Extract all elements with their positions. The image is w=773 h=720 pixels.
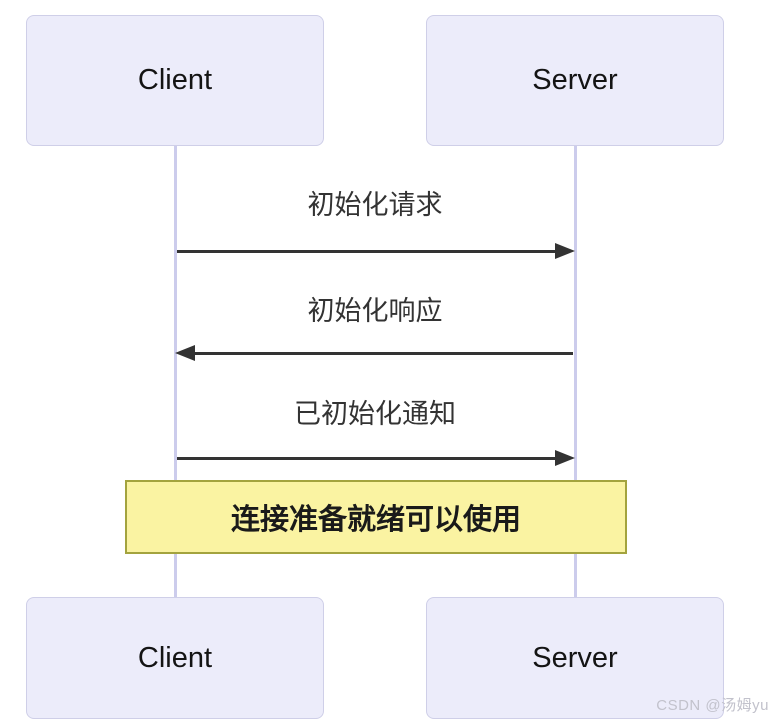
watermark: CSDN @汤姆yu (656, 697, 769, 714)
message-arrow-3 (175, 450, 575, 466)
note-box: 连接准备就绪可以使用 (125, 480, 627, 554)
arrow-line (177, 249, 558, 253)
arrowhead-left-icon (175, 345, 195, 361)
actor-label: Server (532, 64, 618, 96)
arrow-line (177, 456, 558, 460)
actor-label: Client (137, 64, 213, 96)
actor-bottom-server: Server (426, 597, 724, 719)
message-label-1: 初始化请求 (307, 190, 443, 220)
actor-label: Server (532, 641, 618, 674)
actor-label: Client (137, 641, 213, 674)
arrowhead-right-icon (555, 450, 575, 466)
message-arrow-1 (175, 243, 575, 259)
lifeline-server (574, 146, 577, 597)
lifeline-client (174, 146, 177, 597)
arrow-line (192, 351, 573, 355)
message-arrow-2 (175, 345, 575, 361)
actor-top-client: Client (26, 15, 324, 146)
arrowhead-right-icon (555, 243, 575, 259)
actor-top-server: Server (426, 15, 724, 146)
message-label-3: 已初始化通知 (294, 399, 456, 429)
note-text: 连接准备就绪可以使用 (230, 504, 521, 536)
actor-bottom-client: Client (26, 597, 324, 719)
message-label-2: 初始化响应 (307, 296, 443, 326)
